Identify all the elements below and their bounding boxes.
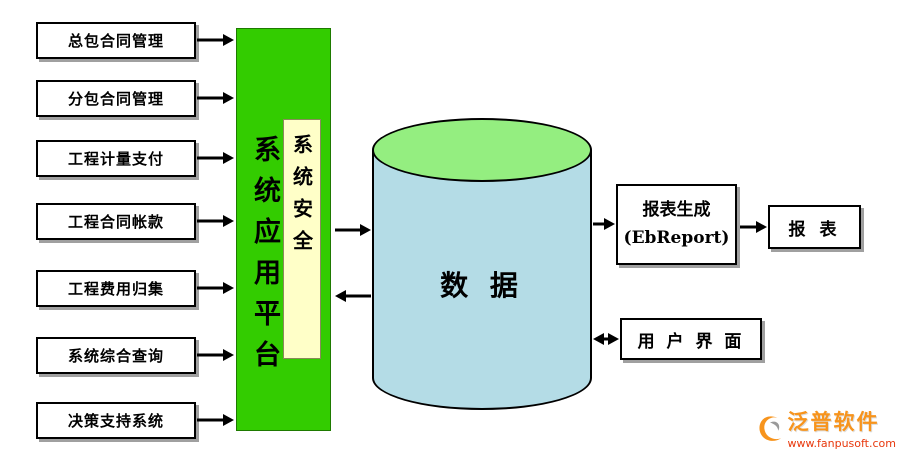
fanpu-watermark: 泛普软件 www.fanpusoft.com: [756, 406, 896, 450]
fanpu-logo-icon: [756, 412, 784, 444]
user-interface-label: 用 户 界 面: [637, 331, 745, 352]
user-interface-box: 用 户 界 面: [620, 318, 762, 360]
module-label: 工程合同帐款: [67, 213, 164, 231]
arrow-module3-to-platform: [197, 151, 234, 165]
report-generator-label-line2: (EbReport): [623, 227, 730, 248]
arrow-platform-to-database: [335, 223, 371, 237]
fanpu-url-text: www.fanpusoft.com: [787, 437, 896, 450]
system-security-bar: 系统安全: [283, 119, 321, 359]
module-box-contract-accounts: 工程合同帐款: [36, 203, 196, 240]
report-label: 报 表: [788, 219, 841, 240]
arrow-module4-to-platform: [197, 214, 234, 228]
system-security-label: 系统安全: [289, 134, 314, 262]
database-cylinder: 数 据: [372, 118, 592, 410]
fanpu-watermark-text: 泛普软件 www.fanpusoft.com: [788, 406, 896, 450]
module-box-decision-support: 决策支持系统: [36, 402, 196, 439]
arrow-module1-to-platform: [197, 33, 234, 47]
module-box-general-contract: 总包合同管理: [36, 22, 196, 59]
module-box-subcontract: 分包合同管理: [36, 80, 196, 117]
module-label: 分包合同管理: [67, 90, 164, 108]
module-label: 系统综合查询: [67, 347, 164, 365]
cylinder-body: [372, 150, 592, 378]
arrow-module2-to-platform: [197, 91, 234, 105]
arrow-reportgen-to-report: [739, 220, 767, 234]
arrow-module7-to-platform: [197, 413, 234, 427]
report-box: 报 表: [768, 205, 861, 249]
module-label: 总包合同管理: [67, 32, 164, 50]
application-platform-bar: 系统应用平台 系统安全: [236, 28, 331, 431]
report-generator-label-line1: 报表生成: [642, 200, 711, 221]
module-box-query: 系统综合查询: [36, 337, 196, 374]
database-label: 数 据: [440, 269, 524, 302]
report-generator-box: 报表生成 (EbReport): [616, 184, 737, 265]
arrow-database-to-reportgen: [593, 217, 615, 231]
module-label: 决策支持系统: [67, 412, 164, 430]
module-label: 工程费用归集: [67, 280, 164, 298]
application-platform-label: 系统应用平台: [249, 135, 280, 381]
module-box-cost-collection: 工程费用归集: [36, 270, 196, 307]
module-label: 工程计量支付: [67, 150, 164, 168]
module-box-measurement-payment: 工程计量支付: [36, 140, 196, 177]
arrow-module6-to-platform: [197, 348, 234, 362]
cylinder-top: [372, 118, 592, 182]
arrow-database-to-platform: [335, 289, 371, 303]
arrow-database-ui-bidirectional: [593, 332, 619, 346]
arrow-module5-to-platform: [197, 281, 234, 295]
fanpu-brand-text: 泛普软件: [787, 410, 880, 434]
